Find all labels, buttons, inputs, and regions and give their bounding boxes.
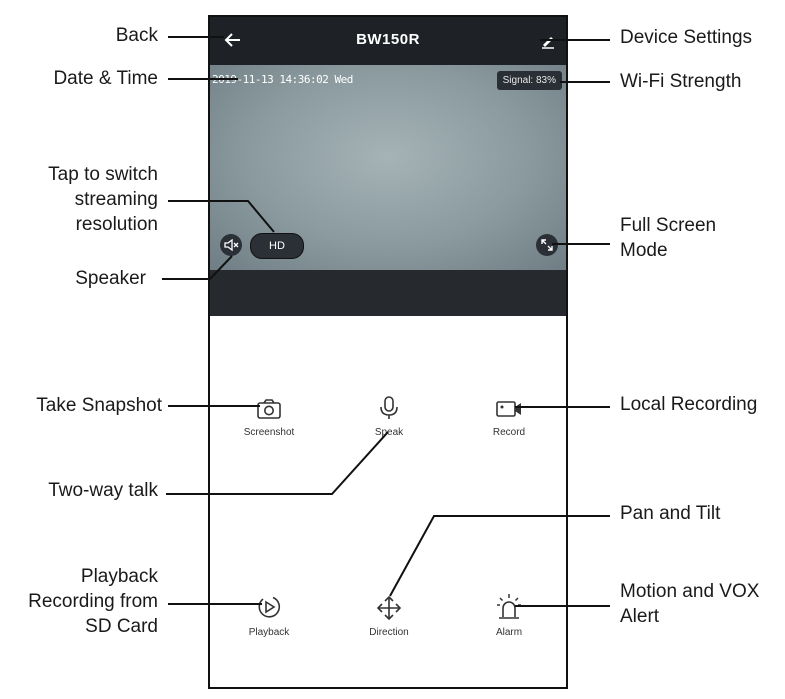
callout-fullscreen: Full Screen Mode bbox=[620, 213, 716, 263]
callout-fullscreen-line1: Full Screen bbox=[620, 215, 717, 236]
callout-back: Back bbox=[115, 25, 158, 46]
callout-resolution-line2: streaming bbox=[74, 189, 158, 210]
callout-playback: Playback Recording from SD Card bbox=[5, 564, 158, 639]
callout-playback-line2: Recording from bbox=[28, 591, 158, 612]
device-title: BW150R bbox=[356, 31, 420, 48]
direction-button[interactable]: Direction bbox=[344, 595, 434, 638]
screenshot-button[interactable]: Screenshot bbox=[224, 397, 314, 438]
fullscreen-button[interactable] bbox=[536, 234, 558, 256]
callout-speaker: Speaker bbox=[75, 268, 146, 289]
callout-date-time: Date & Time bbox=[53, 68, 158, 89]
alarm-label: Alarm bbox=[495, 627, 523, 638]
callout-local-recording: Local Recording bbox=[620, 394, 758, 415]
fullscreen-icon bbox=[541, 239, 553, 251]
playback-label: Playback bbox=[248, 627, 290, 638]
phone-screen: BW150R 2019-11-13 14:36:02 Wed Signal: 8… bbox=[208, 15, 568, 689]
callout-fullscreen-line2: Mode bbox=[620, 240, 668, 261]
alarm-button[interactable]: Alarm bbox=[464, 591, 554, 638]
callout-resolution-line1: Tap to switch bbox=[48, 164, 158, 185]
callout-resolution-line3: resolution bbox=[75, 214, 158, 235]
record-label: Record bbox=[492, 427, 526, 438]
microphone-icon bbox=[380, 396, 398, 419]
callout-playback-line3: SD Card bbox=[85, 616, 158, 637]
speak-button[interactable]: Speak bbox=[344, 395, 434, 438]
speaker-button[interactable] bbox=[220, 234, 242, 256]
resolution-toggle[interactable]: HD bbox=[250, 233, 304, 259]
video-feed[interactable]: 2019-11-13 14:36:02 Wed Signal: 83% HD bbox=[210, 65, 566, 270]
callout-playback-line1: Playback bbox=[80, 566, 158, 587]
date-time-overlay: 2019-11-13 14:36:02 Wed bbox=[212, 73, 353, 86]
callout-motion-line2: Alert bbox=[620, 606, 660, 627]
callout-snapshot: Take Snapshot bbox=[36, 395, 162, 416]
top-bar: BW150R bbox=[210, 17, 566, 65]
playback-button[interactable]: Playback bbox=[224, 593, 314, 638]
callout-resolution: Tap to switch streaming resolution bbox=[10, 162, 158, 237]
callout-motion: Motion and VOX Alert bbox=[620, 579, 759, 629]
callout-device-settings: Device Settings bbox=[620, 27, 753, 48]
playback-icon bbox=[258, 596, 281, 618]
video-bottom-strip bbox=[210, 270, 566, 316]
callout-two-way: Two-way talk bbox=[48, 480, 158, 501]
callout-motion-line1: Motion and VOX bbox=[620, 581, 760, 602]
direction-label: Direction bbox=[369, 627, 409, 638]
signal-badge: Signal: 83% bbox=[496, 71, 562, 90]
record-button[interactable]: Record bbox=[464, 397, 554, 438]
video-camera-icon bbox=[496, 401, 521, 417]
speaker-muted-icon bbox=[224, 238, 239, 252]
screenshot-label: Screenshot bbox=[243, 427, 295, 438]
alarm-siren-icon bbox=[497, 594, 521, 619]
callout-wifi: Wi-Fi Strength bbox=[620, 71, 742, 92]
edit-pencil-icon[interactable] bbox=[540, 33, 556, 49]
speak-label: Speak bbox=[374, 427, 404, 438]
camera-icon bbox=[257, 399, 281, 419]
back-arrow-icon[interactable] bbox=[224, 31, 242, 49]
move-arrows-icon bbox=[376, 595, 402, 621]
callout-pan-tilt: Pan and Tilt bbox=[620, 503, 721, 524]
